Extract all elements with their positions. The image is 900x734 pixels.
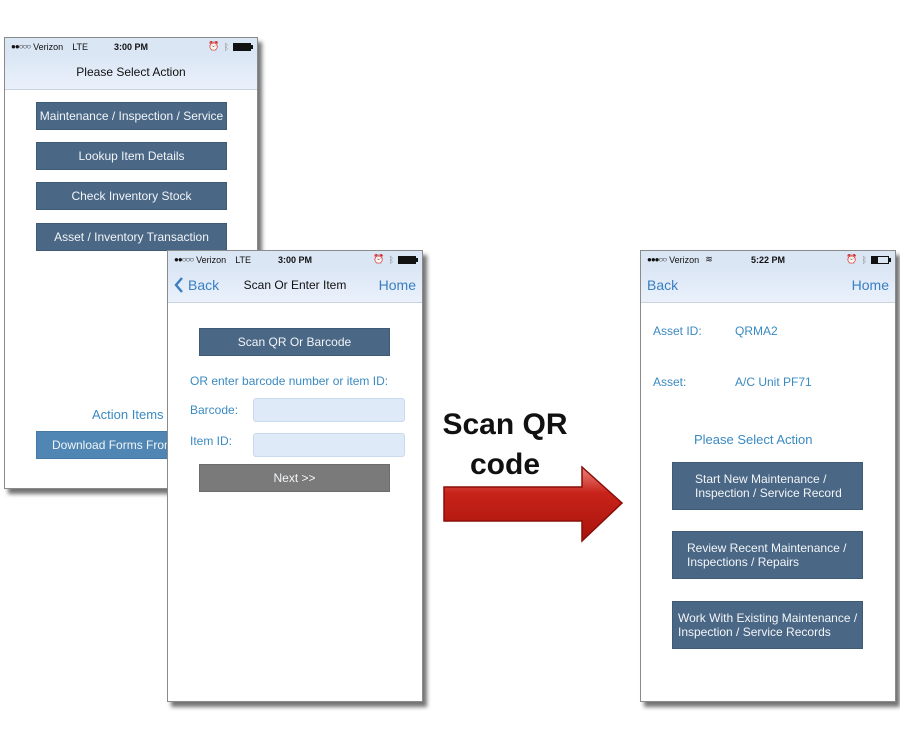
asset-value: A/C Unit PF71	[735, 375, 812, 389]
alarm-icon: ⏰	[208, 41, 220, 51]
arrow-label-line1: Scan QR	[442, 408, 568, 441]
scan-qr-arrow: Scan QR code	[440, 405, 630, 545]
button-text: Start New Maintenance / Inspection / Ser…	[695, 472, 842, 500]
network-type: LTE	[235, 254, 252, 265]
button-line2: Inspection / Service Records	[678, 625, 831, 639]
bluetooth-icon: ᛒ	[388, 254, 394, 265]
back-label: Back	[188, 277, 220, 293]
work-with-existing-records-button[interactable]: Work With Existing Maintenance / Inspect…	[672, 601, 863, 649]
home-button[interactable]: Home	[851, 277, 889, 293]
arrow-label-line2: code	[469, 448, 541, 481]
button-line1: Review Recent Maintenance /	[687, 541, 847, 555]
button-text: Work With Existing Maintenance / Inspect…	[678, 611, 857, 639]
alarm-icon: ⏰	[373, 254, 385, 264]
phone-screen-scan-or-enter: ●●○○○ Verizon LTE 3:00 PM ⏰ ᛒ Back Scan …	[167, 250, 423, 702]
carrier-info: ●●○○○ Verizon LTE	[174, 255, 251, 265]
maintenance-inspection-service-button[interactable]: Maintenance / Inspection / Service	[36, 102, 227, 130]
item-id-label: Item ID:	[190, 434, 233, 448]
carrier-name: Verizon	[669, 254, 700, 265]
status-bar: ●●●○○ Verizon ≋ 5:22 PM ⏰ ᛒ	[641, 251, 895, 268]
chevron-left-icon	[174, 277, 183, 293]
status-time: 5:22 PM	[750, 254, 786, 265]
next-button[interactable]: Next >>	[199, 464, 390, 492]
battery-icon	[871, 255, 891, 264]
carrier-info: ●●○○○ Verizon LTE	[11, 42, 88, 52]
scan-qr-barcode-button[interactable]: Scan QR Or Barcode	[199, 328, 390, 356]
or-enter-instructions: OR enter barcode number or item ID:	[190, 374, 389, 388]
asset-id-value: QRMA2	[735, 324, 778, 338]
status-time: 3:00 PM	[113, 41, 149, 52]
carrier-info: ●●●○○ Verizon ≋	[647, 254, 713, 265]
nav-bar: Back Scan Or Enter Item Home	[168, 268, 422, 303]
battery-icon	[233, 42, 253, 51]
right-arrow-icon	[443, 465, 624, 543]
button-line2: Inspection / Service Record	[695, 486, 842, 500]
button-text: Review Recent Maintenance / Inspections …	[687, 541, 846, 569]
action-items-label: Action Items	[92, 407, 164, 422]
select-action-heading: Please Select Action	[694, 432, 813, 447]
network-type: LTE	[72, 41, 89, 52]
signal-icon: ●●●○○	[647, 255, 667, 264]
barcode-label: Barcode:	[190, 403, 239, 417]
home-button[interactable]: Home	[378, 277, 416, 293]
asset-inventory-transaction-button[interactable]: Asset / Inventory Transaction	[36, 223, 227, 251]
phone-screen-asset-actions: ●●●○○ Verizon ≋ 5:22 PM ⏰ ᛒ Back Home As…	[640, 250, 896, 702]
signal-icon: ●●○○○	[174, 255, 194, 264]
carrier-name: Verizon	[33, 41, 64, 52]
status-icons: ⏰ ᛒ	[208, 41, 253, 52]
bluetooth-icon: ᛒ	[223, 41, 229, 52]
status-icons: ⏰ ᛒ	[846, 254, 891, 265]
back-button[interactable]: Back	[174, 277, 219, 293]
check-inventory-stock-button[interactable]: Check Inventory Stock	[36, 182, 227, 210]
back-button[interactable]: Back	[647, 277, 679, 293]
wifi-icon: ≋	[705, 254, 713, 264]
item-id-input[interactable]	[253, 433, 405, 457]
lookup-item-details-button[interactable]: Lookup Item Details	[36, 142, 227, 170]
status-time: 3:00 PM	[277, 254, 313, 265]
signal-icon: ●●○○○	[11, 42, 31, 51]
barcode-input[interactable]	[253, 398, 405, 422]
status-icons: ⏰ ᛒ	[373, 254, 418, 265]
nav-bar: Please Select Action	[5, 55, 257, 90]
button-line1: Start New Maintenance /	[695, 472, 827, 486]
alarm-icon: ⏰	[846, 254, 858, 264]
carrier-name: Verizon	[196, 254, 227, 265]
asset-id-label: Asset ID:	[653, 324, 702, 338]
button-line1: Work With Existing Maintenance /	[678, 611, 858, 625]
status-bar: ●●○○○ Verizon LTE 3:00 PM ⏰ ᛒ	[168, 251, 422, 268]
page-title: Scan Or Enter Item	[243, 278, 347, 292]
bluetooth-icon: ᛒ	[861, 254, 867, 265]
nav-bar: Back Home	[641, 268, 895, 303]
start-new-maintenance-button[interactable]: Start New Maintenance / Inspection / Ser…	[672, 462, 863, 510]
review-recent-maintenance-button[interactable]: Review Recent Maintenance / Inspections …	[672, 531, 863, 579]
status-bar: ●●○○○ Verizon LTE 3:00 PM ⏰ ᛒ	[5, 38, 257, 55]
battery-icon	[398, 255, 418, 264]
asset-label: Asset:	[653, 375, 687, 389]
button-line2: Inspections / Repairs	[687, 555, 800, 569]
page-title: Please Select Action	[76, 65, 186, 79]
